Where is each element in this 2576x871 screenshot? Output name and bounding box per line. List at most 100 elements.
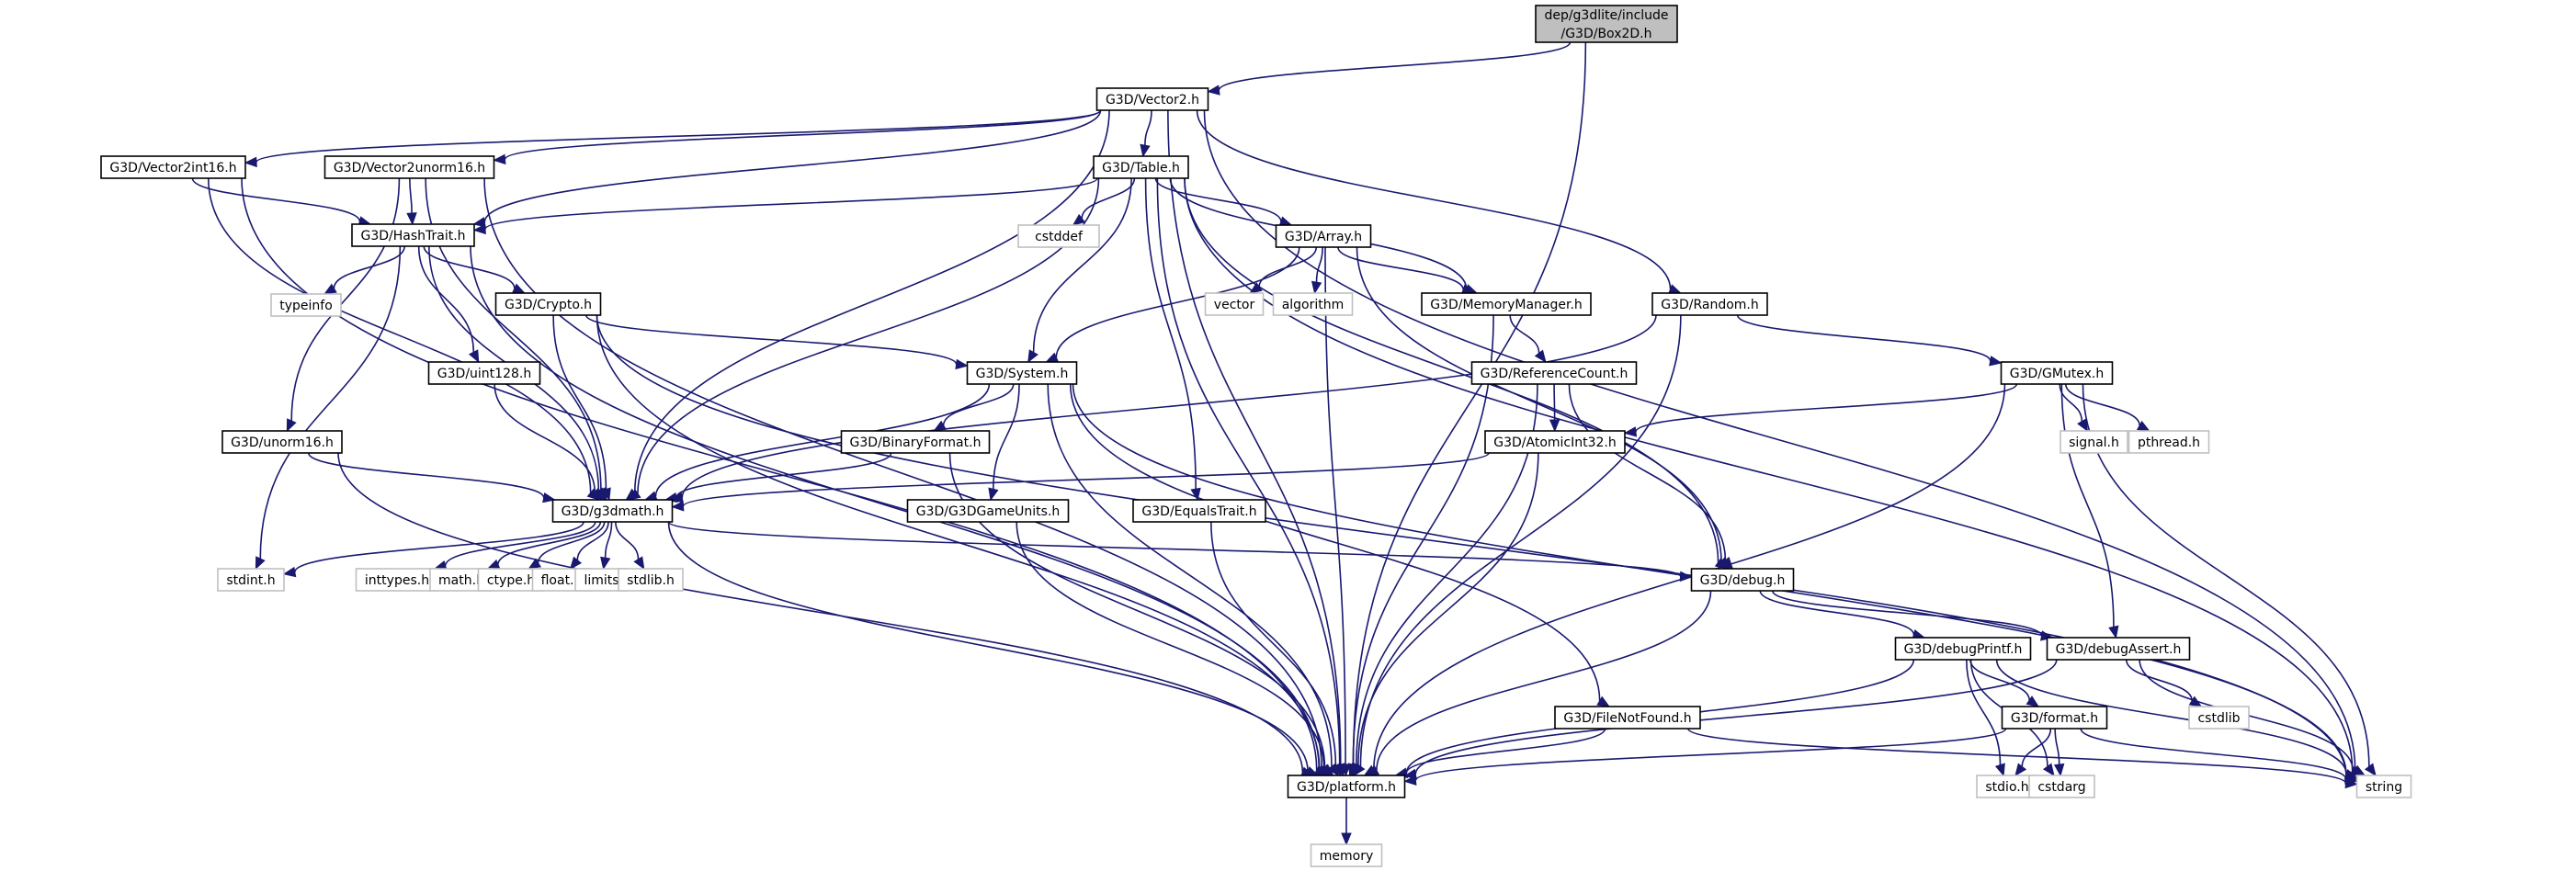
edge-line [1553, 383, 1556, 421]
node-label: G3D/Vector2unorm16.h [334, 161, 485, 175]
edge-line [1736, 314, 1992, 362]
edge-equalstrait-to-platform [1210, 521, 1342, 777]
node-debugassert[interactable]: G3D/debugAssert.h [2046, 637, 2191, 661]
edge-referencecount-to-atomicint32 [1549, 383, 1560, 433]
node-box [1894, 637, 2032, 661]
node-label: cstddef [1035, 230, 1084, 244]
node-box [1554, 706, 1701, 730]
edge-line [241, 177, 1318, 771]
node-box [427, 361, 541, 385]
edge-line [2059, 383, 2083, 422]
arrowhead-icon [1720, 556, 1734, 570]
edge-line [604, 521, 613, 559]
node-label: G3D/EqualsTrait.h [1141, 504, 1256, 519]
node-crypto[interactable]: G3D/Crypto.h [494, 292, 602, 316]
edge-filenotfound-to-platform [1394, 728, 1606, 778]
arrowhead-icon [955, 358, 969, 370]
arrowhead-icon [2053, 763, 2065, 777]
edge-atomicint32-to-g3dmath [671, 452, 1490, 512]
node-uint128[interactable]: G3D/uint128.h [427, 361, 541, 385]
edge-line [423, 245, 516, 289]
arrowhead-icon [1207, 85, 1220, 96]
edge-line [1324, 246, 1346, 765]
edge-line [993, 383, 1020, 490]
edge-box2d-to-vector2 [1207, 41, 1572, 96]
node-g3dgameunits[interactable]: G3D/G3DGameUnits.h [906, 499, 1070, 523]
arrowhead-icon [1340, 764, 1351, 777]
arrowhead-icon [542, 492, 556, 503]
edge-system-to-binaryformat [933, 383, 1015, 432]
edge-line [1405, 728, 1606, 774]
edge-line [584, 314, 958, 365]
node-label: G3D/debugPrintf.h [1904, 642, 2023, 657]
node-label: G3D/Random.h [1661, 298, 1759, 312]
node-cstddef: cstddef [1017, 224, 1100, 248]
node-unorm16[interactable]: G3D/unorm16.h [221, 430, 343, 454]
node-label: G3D/Crypto.h [505, 298, 592, 312]
node-random[interactable]: G3D/Random.h [1651, 292, 1768, 316]
edge-line [494, 383, 596, 492]
node-signal: signal.h [2060, 430, 2128, 454]
arrowhead-icon [2344, 774, 2358, 785]
edge-g3dmath-to-limits [600, 521, 613, 571]
node-gmutex[interactable]: G3D/GMutex.h [2000, 361, 2114, 385]
node-box [1132, 499, 1266, 523]
node-box [618, 568, 684, 592]
node-label: stdint.h [226, 573, 275, 588]
edge-line [552, 314, 607, 490]
arrowhead-icon [600, 556, 611, 571]
edge-line [1356, 383, 1538, 766]
node-box [2001, 706, 2108, 730]
edge-line [1055, 246, 1300, 358]
node-hashtrait[interactable]: G3D/HashTrait.h [351, 223, 475, 247]
node-vector2int16[interactable]: G3D/Vector2int16.h [100, 155, 246, 179]
node-debug[interactable]: G3D/debug.h [1690, 568, 1795, 592]
node-vector2[interactable]: G3D/Vector2.h [1095, 87, 1209, 111]
node-label: G3D/debugAssert.h [2056, 642, 2182, 657]
edge-gmutex-to-signal [2059, 383, 2089, 433]
node-label: math.h [438, 573, 484, 588]
node-table[interactable]: G3D/Table.h [1093, 155, 1189, 179]
node-g3dmath[interactable]: G3D/g3dmath.h [551, 499, 674, 523]
node-box2d: dep/g3dlite/include/G3D/Box2D.h [1535, 5, 1678, 43]
edge-vector2unorm16-to-platform [483, 177, 1333, 776]
node-format[interactable]: G3D/format.h [2001, 706, 2108, 730]
edge-line [1966, 659, 2002, 765]
node-label: pthread.h [2138, 436, 2200, 450]
arrowhead-icon [1989, 356, 2003, 367]
arrowhead-icon [1249, 282, 1263, 294]
edge-line [1357, 452, 1539, 766]
node-atomicint32[interactable]: G3D/AtomicInt32.h [1484, 430, 1626, 454]
node-binaryformat[interactable]: G3D/BinaryFormat.h [840, 430, 991, 454]
edge-line [1184, 177, 1719, 562]
node-vector: vector [1204, 292, 1265, 316]
arrowhead-icon [671, 501, 685, 512]
node-box [1421, 292, 1592, 316]
node-box [1484, 430, 1626, 454]
node-vector2unorm16[interactable]: G3D/Vector2unorm16.h [323, 155, 495, 179]
node-box [2028, 775, 2095, 798]
node-label: float.h [541, 573, 583, 588]
arrowhead-icon [255, 556, 266, 571]
arrowhead-icon [1190, 487, 1201, 502]
edge-line [2080, 728, 2347, 780]
edge-line [1218, 41, 1572, 91]
node-equalstrait[interactable]: G3D/EqualsTrait.h [1132, 499, 1266, 523]
node-box [966, 361, 1078, 385]
node-label: G3D/format.h [2011, 711, 2098, 726]
node-box [1287, 775, 1406, 798]
edge-system-to-g3dmath [643, 383, 991, 502]
edge-random-to-gmutex [1736, 314, 2003, 367]
node-filenotfound[interactable]: G3D/FileNotFound.h [1554, 706, 1701, 730]
node-label: ctype.h [487, 573, 535, 588]
node-debugprintf[interactable]: G3D/debugPrintf.h [1894, 637, 2032, 661]
node-system[interactable]: G3D/System.h [966, 361, 1078, 385]
node-memorymanager[interactable]: G3D/MemoryManager.h [1421, 292, 1592, 316]
node-platform[interactable]: G3D/platform.h [1287, 775, 1406, 798]
edge-line [1016, 521, 1325, 769]
edge-vector2int16-to-hashtrait [191, 177, 372, 227]
edge-line [333, 245, 405, 289]
node-array[interactable]: G3D/Array.h [1275, 224, 1372, 248]
edge-table-to-hashtrait [472, 177, 1098, 235]
node-referencecount[interactable]: G3D/ReferenceCount.h [1470, 361, 1638, 385]
